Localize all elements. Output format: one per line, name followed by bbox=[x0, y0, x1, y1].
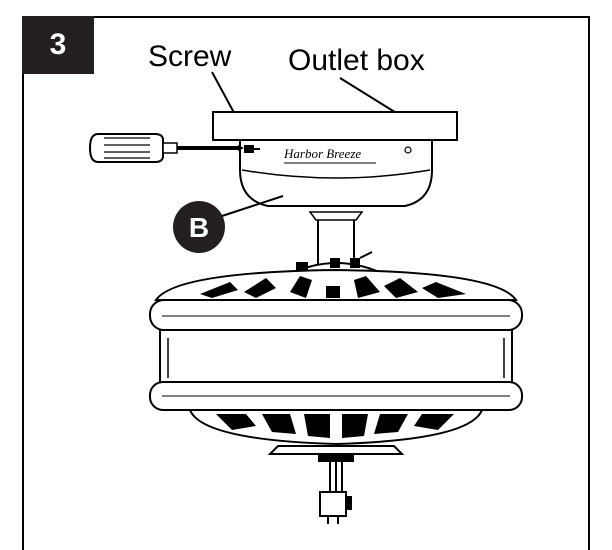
outlet-box-label: Outlet box bbox=[288, 44, 425, 77]
part-b-badge: B bbox=[173, 195, 284, 253]
part-b-leader-line bbox=[221, 195, 284, 217]
outlet-box bbox=[212, 111, 458, 141]
downrod-ball bbox=[308, 211, 364, 221]
downrod bbox=[317, 213, 355, 267]
step-number: 3 bbox=[22, 16, 94, 74]
canopy-hole bbox=[404, 146, 412, 154]
canopy bbox=[239, 139, 433, 207]
part-b-label: B bbox=[189, 212, 209, 243]
switch-plate bbox=[267, 445, 405, 455]
part-b-circle bbox=[173, 201, 225, 253]
outlet-box-leader-line bbox=[339, 77, 399, 115]
motor-bottom-louvers bbox=[216, 414, 454, 438]
screw-icon bbox=[244, 145, 260, 153]
motor-body bbox=[159, 329, 513, 385]
instruction-frame bbox=[22, 16, 590, 550]
motor-top-louvers bbox=[200, 276, 466, 298]
motor-bottom bbox=[188, 409, 484, 446]
brand-label: Harbor Breeze bbox=[283, 146, 361, 161]
switch-plate-hub bbox=[318, 454, 354, 462]
screwdriver-icon bbox=[88, 133, 244, 163]
canopy-edge bbox=[241, 169, 431, 179]
motor-upper-rim bbox=[149, 299, 523, 331]
screw-label: Screw bbox=[148, 40, 232, 73]
wire-connector-icon bbox=[319, 462, 352, 524]
